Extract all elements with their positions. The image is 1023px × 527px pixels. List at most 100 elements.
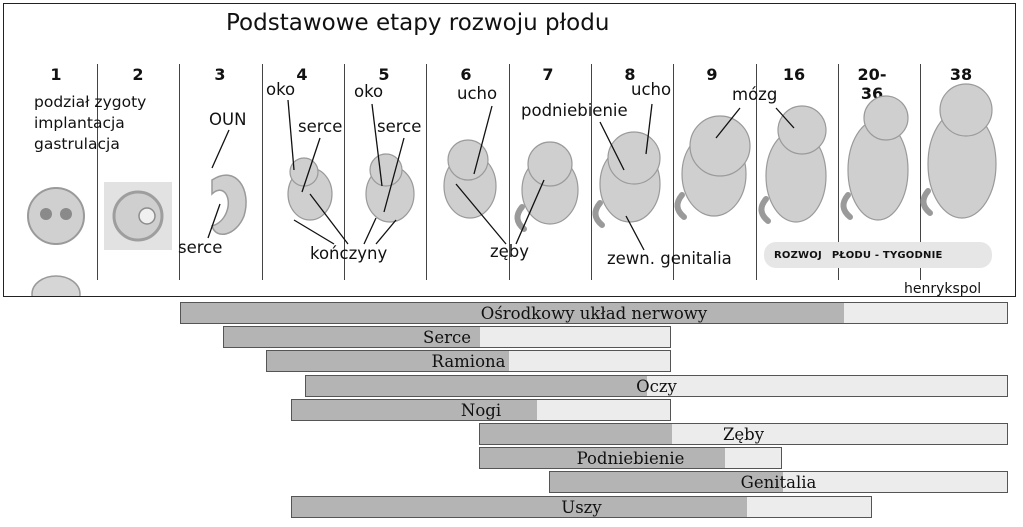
- embryo-limb: [920, 188, 933, 216]
- embryo-head: [689, 115, 751, 177]
- week-label: 7: [542, 65, 554, 84]
- legend-caption: ROZWOJ PŁODU - TYGODNIE: [774, 250, 943, 261]
- pointer-line: [287, 99, 295, 171]
- embryo-head: [939, 83, 993, 137]
- label-serce: serce: [178, 238, 223, 257]
- week-label: 6: [460, 65, 472, 84]
- column-divider: [591, 64, 592, 280]
- pointer-line: [375, 219, 397, 245]
- column-divider: [756, 64, 757, 280]
- embryo-limb: [840, 192, 853, 220]
- label-zewn-genitalia: zewn. genitalia: [607, 249, 732, 268]
- legend-right: PŁODU - TYGODNIE: [831, 250, 943, 261]
- embryo-limb: [674, 192, 687, 220]
- legend-strip: [764, 242, 992, 268]
- pointer-line: [455, 183, 507, 245]
- timeline-bar: Genitalia: [549, 471, 1008, 494]
- label-ucho: ucho: [631, 80, 672, 99]
- timeline-bar: Oczy: [305, 374, 1008, 397]
- critical-period-fill: [292, 496, 747, 517]
- column-divider: [262, 64, 263, 280]
- embryo-limb: [592, 200, 605, 228]
- critical-period-fill: [181, 303, 844, 323]
- week-label: 38: [949, 65, 973, 84]
- timeline-bar: Zęby: [479, 423, 1008, 445]
- timeline-bar: Serce: [223, 326, 671, 349]
- label-ucho: ucho: [457, 84, 498, 103]
- pointer-line: [211, 129, 230, 169]
- week-label: 16: [782, 65, 806, 84]
- timeline-bar-label: Ośrodkowy układ nerwowy: [480, 304, 708, 323]
- page-title: Podstawowe etapy rozwoju płodu: [226, 10, 610, 36]
- timeline-bar-label: Ramiona: [431, 352, 506, 372]
- pointer-line: [515, 179, 545, 245]
- stages-panel: Podstawowe etapy rozwoju płodu 1 2 3 4 5…: [3, 3, 1016, 297]
- legend-left: ROZWOJ: [774, 250, 822, 261]
- zygote-cell: [27, 187, 85, 245]
- column-divider: [179, 64, 180, 280]
- label-serce: serce: [377, 117, 422, 136]
- column-divider: [673, 64, 674, 280]
- timeline-bar-label: Genitalia: [740, 473, 817, 493]
- week-label: 4: [296, 65, 308, 84]
- embryo-illustrations: [27, 83, 997, 296]
- timeline-bar: Nogi: [291, 398, 671, 421]
- embryo-limb: [514, 204, 527, 232]
- week-label: 8: [624, 65, 636, 84]
- critical-period-fill: [550, 472, 783, 493]
- pointer-line: [363, 217, 377, 245]
- pointer-line: [383, 137, 405, 213]
- pointer-line: [293, 219, 335, 245]
- embryo-head: [527, 141, 573, 187]
- embryo-head: [447, 139, 489, 181]
- column-divider: [344, 64, 345, 280]
- pointer-lines: [207, 99, 795, 251]
- embryo-head: [369, 153, 403, 187]
- week-label: 9: [706, 65, 718, 84]
- zygote-nucleus: [40, 208, 52, 220]
- label-oun: OUN: [209, 110, 247, 129]
- embryo-limb: [758, 196, 771, 224]
- column-divider: [426, 64, 427, 280]
- week-label: 3: [214, 65, 226, 84]
- critical-period-fill: [480, 448, 725, 469]
- credit-text: henrykspol: [904, 281, 982, 297]
- implantation-site: [112, 190, 164, 242]
- stage1-description: podział zygoty implantacja gastrulacja: [34, 93, 147, 153]
- timeline-bar-label: Uszy: [561, 497, 602, 517]
- critical-period-fill: [292, 399, 537, 420]
- label-oko: oko: [266, 80, 296, 99]
- pointer-line: [309, 193, 349, 245]
- timeline-bar: Ramiona: [266, 350, 671, 373]
- pointer-line: [715, 107, 741, 139]
- timeline-bar-label: Serce: [423, 328, 471, 348]
- critical-period-fill: [480, 424, 672, 444]
- pointer-line: [473, 105, 493, 175]
- column-divider: [97, 64, 98, 280]
- timeline-bar-label: Podniebienie: [576, 449, 685, 469]
- label-konczyny: kończyny: [310, 244, 388, 263]
- critical-period-fill: [267, 351, 509, 372]
- label-serce: serce: [298, 117, 343, 136]
- blastocyst-inner: [138, 207, 156, 225]
- critical-period-fill: [306, 375, 647, 396]
- blastocyst: [31, 275, 81, 296]
- pointer-line: [207, 203, 221, 239]
- critical-period-fill: [224, 327, 480, 348]
- column-divider: [920, 64, 921, 280]
- pointer-line: [371, 103, 383, 187]
- embryo-head: [777, 105, 827, 155]
- zygote-nucleus: [60, 208, 72, 220]
- timeline-bar-label: Nogi: [460, 400, 502, 420]
- week-label: 5: [378, 65, 390, 84]
- timeline-bar: Ośrodkowy układ nerwowy: [180, 302, 1008, 324]
- pointer-line: [625, 215, 645, 251]
- timeline-bar-label: Zęby: [722, 425, 765, 444]
- week-label: 2: [132, 65, 144, 84]
- label-oko: oko: [354, 82, 384, 101]
- column-divider: [838, 64, 839, 280]
- label-zeby: zęby: [490, 242, 530, 261]
- pointer-line: [645, 103, 653, 155]
- label-mozg: mózg: [732, 85, 778, 104]
- pointer-line: [301, 137, 321, 193]
